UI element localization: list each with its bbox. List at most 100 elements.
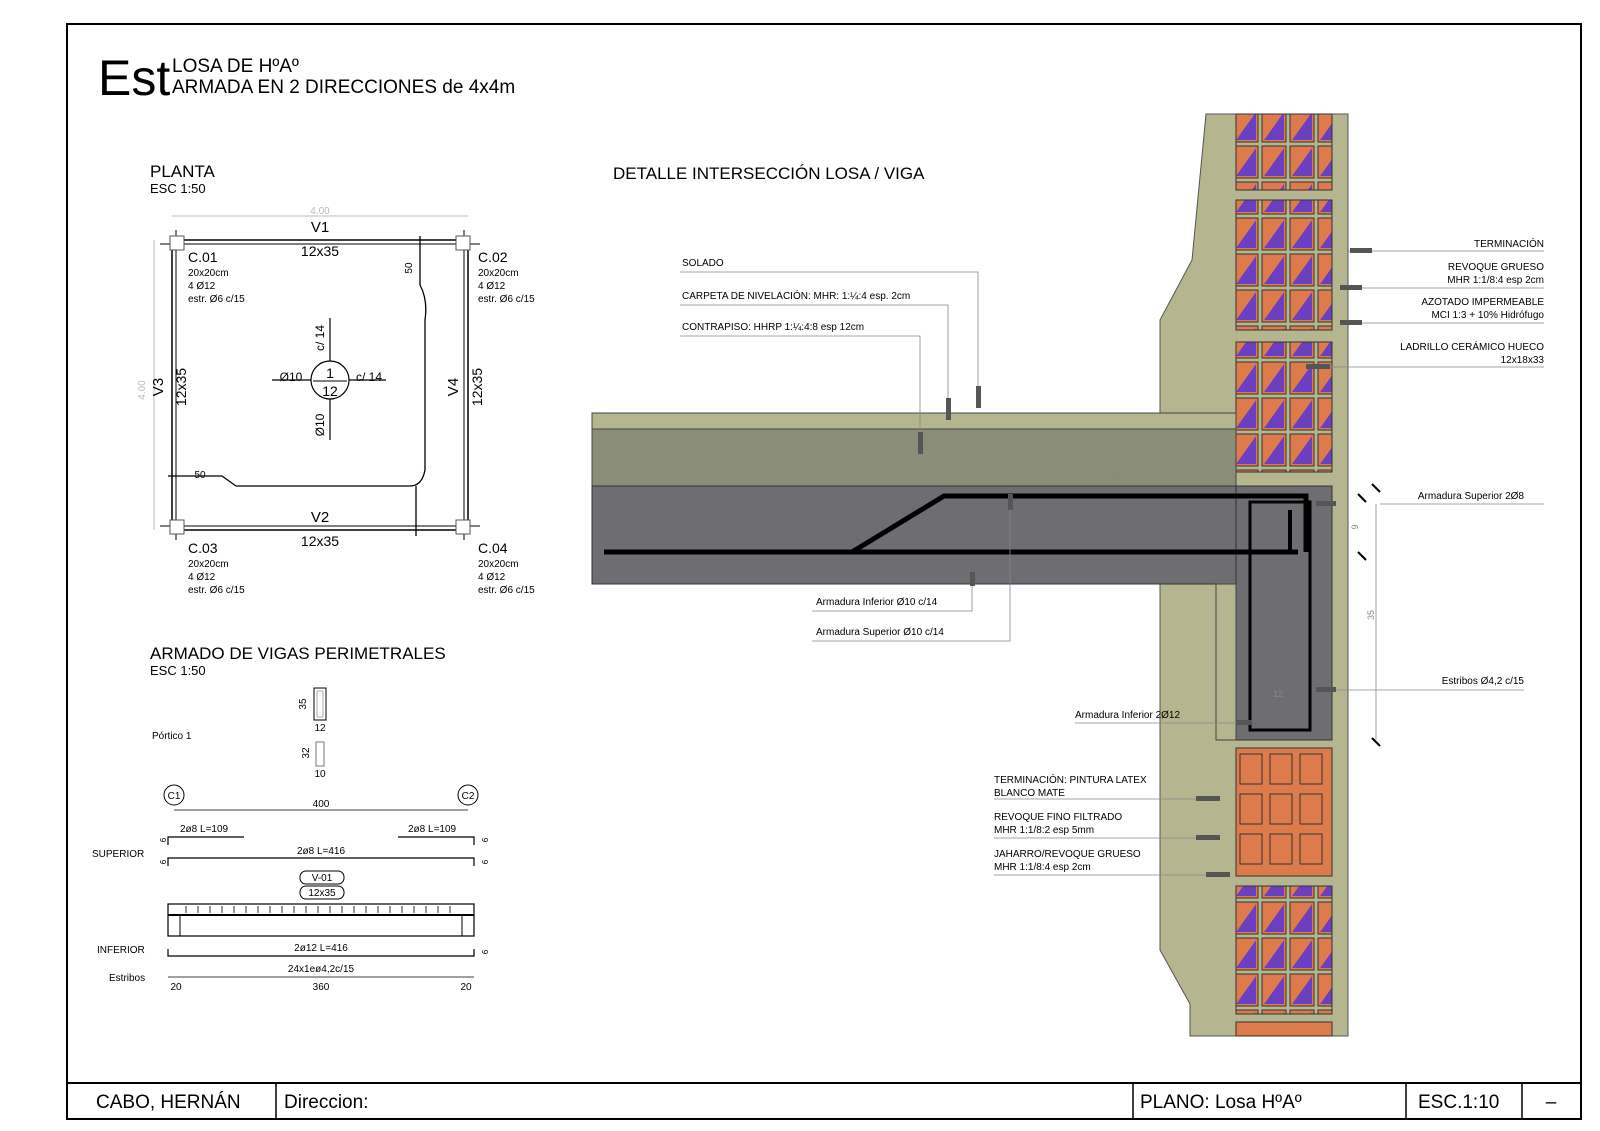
brick-cell [1299,753,1323,785]
brick-cell [1269,793,1293,825]
planta-scale: ESC 1:50 [150,181,206,196]
brick-block-3 [1235,341,1333,473]
label-revoque-fino: REVOQUE FINO FILTRADO [994,812,1122,823]
brick-cell [1269,753,1293,785]
beam-v4-size: 12x35 [469,368,485,406]
column-c01-size: 20x20cm [188,268,229,279]
bar-top-main [167,857,475,866]
label-azotado-2: MCI 1:3 + 10% Hidrófugo [1431,310,1544,321]
footer-sheet: – [1546,1092,1557,1113]
column-square-c03 [169,519,185,535]
planta-rebar-len-top: 50 [404,262,415,274]
beam-plaster-inner [1215,583,1237,741]
bar-right-label: 2ø8 L=109 [408,824,457,835]
column-c02-stirrups: estr. Ø6 c/15 [478,294,535,305]
column-c03-size: 20x20cm [188,559,229,570]
bar-bottom-main [167,949,475,957]
slab-concrete [591,485,1237,585]
label-revoque-grueso: REVOQUE GRUESO [1448,262,1544,273]
brick-block-4 [1235,747,1333,877]
beam-v3-name: V3 [150,378,167,396]
column-label-c03: C.03 20x20cm 4 Ø12 estr. Ø6 c/15 [188,540,245,596]
brick-block-1 [1235,113,1333,191]
dim-left: 20 [170,982,182,993]
vigas-section: ARMADO DE VIGAS PERIMETRALES ESC 1:50 Pó… [92,644,489,993]
column-square-c02 [455,235,471,251]
beam-size-tag [299,885,345,900]
label-ladrillo-2: 12x18x33 [1501,355,1545,366]
label-arm-inf-losa: Armadura Inferior Ø10 c/14 [816,597,938,608]
leaders-left [680,271,1248,724]
beam-v3-size: 12x35 [173,368,189,406]
label-carpeta: CARPETA DE NIVELACIÓN: MHR: 1:¼:4 esp. 2… [682,289,910,302]
label-azotado: AZOTADO IMPERMEABLE [1421,297,1544,308]
label-contrapiso: CONTRAPISO: HHRP 1:¼:4:8 esp 12cm [682,321,864,333]
label-arm-inf-viga: Armadura Inferior 2Ø12 [1075,710,1180,721]
bubble-c1 [163,784,185,806]
label-term-pintura-2: BLANCO MATE [994,788,1065,799]
inferior-label: INFERIOR [97,945,145,956]
column-c02-size: 20x20cm [478,268,519,279]
title-block: CABO, HERNÁN Direccion: PLANO: Losa HºAº… [66,1082,1582,1120]
planta-slab-outline [171,239,469,531]
column-c03-name: C.03 [188,540,218,556]
slab-solado [591,412,1237,430]
vigas-portico: Pórtico 1 [152,731,192,742]
label-estribos: Estribos Ø4,2 c/15 [1442,676,1525,687]
vigas-title: ARMADO DE VIGAS PERIMETRALES [150,644,446,663]
center-c14-right: c/ 14 [356,370,382,384]
stirrups-label: 24x1eø4,2c/15 [288,964,355,975]
column-c03-stirrups: estr. Ø6 c/15 [188,585,245,596]
brick-cell [1269,833,1293,865]
bar-left [167,836,244,845]
hook-right-2: 9 [480,860,489,865]
planta-title: PLANTA [150,162,216,181]
column-c02-name: C.02 [478,249,508,265]
bubble-c2-label: C2 [462,791,475,802]
slab-rebar [604,493,1312,732]
header-prefix: Est [98,50,170,106]
beam-v1-name: V1 [311,219,329,236]
vigas-scale: ESC 1:50 [150,663,206,678]
dim-35: 35 [1366,610,1376,620]
brick-cell [1239,833,1263,865]
hook-left-2: 9 [158,860,167,865]
beam-section-1 [313,687,327,721]
label-jaharro: JAHARRO/REVOQUE GRUESO [994,849,1141,860]
label-revoque-fino-2: MHR 1:1/8:2 esp 5mm [994,825,1094,836]
center-bottom-num: 12 [322,383,338,399]
header-title-line2: ARMADA EN 2 DIRECCIONES de 4x4m [172,77,515,98]
planta-section: PLANTA ESC 1:50 4.00 4.00 V1 12x35 V2 12… [137,162,535,596]
column-c02-bars: 4 Ø12 [478,281,506,292]
center-phi10-left: Ø10 [280,370,303,384]
brick-block-6 [1235,1021,1333,1037]
beam-v2-name: V2 [311,509,329,526]
column-c03-bars: 4 Ø12 [188,572,216,583]
beam-stirrup-ticks [185,906,451,913]
label-term-pintura: TERMINACIÓN: PINTURA LATEX [994,773,1147,786]
vigas-span: 400 [313,799,330,810]
column-square-c04 [455,519,471,535]
planta-dim-width: 4.00 [310,206,330,217]
label-ladrillo: LADRILLO CERÁMICO HUECO [1400,340,1544,353]
beam-v4-name: V4 [445,378,462,396]
label-arm-sup-losa: Armadura Superior Ø10 c/14 [816,627,944,638]
brick-block-5 [1235,885,1333,1015]
column-label-c04: C.04 20x20cm 4 Ø12 estr. Ø6 c/15 [478,540,535,596]
column-c04-name: C.04 [478,540,508,556]
superior-label: SUPERIOR [92,849,144,860]
hook-right-1: 9 [480,838,489,843]
estribos-label: Estribos [109,973,145,984]
brick-block-4-cells [1239,753,1323,865]
dim-12: 12 [1273,689,1283,699]
footer-plano: PLANO: Losa HºAº [1140,1092,1302,1113]
section-w1: 12 [314,723,326,734]
column-c01-stirrups: estr. Ø6 c/15 [188,294,245,305]
planta-dim-height: 4.00 [137,380,148,400]
beam-v1-size: 12x35 [301,243,339,259]
planta-rebar-bent [168,236,427,487]
section-h2: 32 [301,747,312,759]
beam-section-2 [315,741,325,767]
beam-elevation [167,903,475,937]
